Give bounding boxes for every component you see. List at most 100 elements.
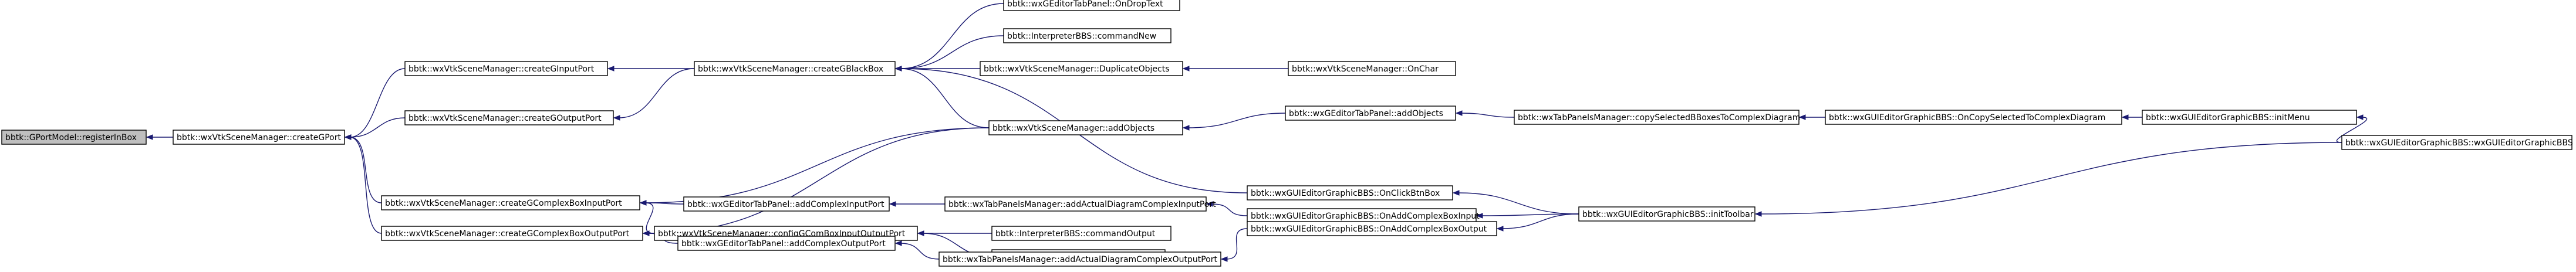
graph-node[interactable]: bbtk::wxGUIEditorGraphicBBS::OnCopySelec… [1825,110,2122,125]
graph-node[interactable]: bbtk::wxVtkSceneManager::createGOutputPo… [404,110,614,125]
node-box [2341,135,2572,150]
edge-n_initToolbar-to-n_onAddComplexBoxInput [1481,213,1579,216]
arrowhead [2121,114,2129,120]
node-box [944,196,1207,212]
graph-node[interactable]: bbtk::wxGUIEditorGraphicBBS::OnAddComple… [1247,221,1497,236]
edge-n_onAddComplexBoxInput-to-n_addActualInput [1211,203,1248,216]
edge-n_initToolbar-to-n_onAddComplexBoxOutput [1501,213,1579,229]
arrowhead [1452,190,1460,196]
graph-node[interactable]: bbtk::wxGEditorTabPanel::addObjects [1285,106,1456,121]
node-box [1285,106,1456,121]
graph-node[interactable]: bbtk::wxVtkSceneManager::createGPort [173,130,345,145]
node-label: bbtk::GPortModel::registerInBox [5,133,137,142]
arrowhead [1476,213,1483,219]
graph-node[interactable]: bbtk::wxTabPanelsManager::addActualDiagr… [938,251,1221,267]
node-label: bbtk::wxGEditorTabPanel::addComplexOutpu… [681,239,886,249]
arrowhead [894,66,902,72]
node-box [404,110,614,125]
node-label: bbtk::wxTabPanelsManager::addActualDiagr… [943,255,1217,264]
graph-node[interactable]: bbtk::wxGUIEditorGraphicBBS::initMenu [2142,110,2357,125]
node-box [1578,206,1755,222]
node-label: bbtk::wxVtkSceneManager::createGBlackBox [698,64,883,74]
node-label: bbtk::wxVtkSceneManager::OnChar [1292,64,1439,74]
edge-n_createGOutputPort-to-n_createGPort [349,117,406,138]
edge-n_onAddComplexBoxOutput-to-n_addActualOutput [1225,228,1248,260]
graph-node[interactable]: bbtk::wxVtkSceneManager::createGComplexB… [381,195,640,210]
graph-node[interactable]: bbtk::wxGUIEditorGraphicBBS::wxGUIEditor… [2341,135,2573,150]
graph-node[interactable]: bbtk::wxVtkSceneManager::OnChar [1288,61,1456,76]
edge-n_configGComBox-to-n_createGComplexBoxInputPort [644,202,655,234]
node-box [1825,110,2122,125]
graph-node[interactable]: bbtk::wxGUIEditorGraphicBBS::initToolbar [1578,206,1755,222]
arrowhead [1182,125,1190,131]
arrowhead [1496,226,1504,232]
edge-n_ctor-to-n_initMenu [2336,117,2368,143]
node-label: bbtk::wxTabPanelsManager::copySelectedBB… [1518,113,1800,123]
arrowhead [1206,201,1213,207]
node-label: bbtk::InterpreterBBS::commandOutput [995,229,1156,239]
node-label: bbtk::wxVtkSceneManager::createGInputPor… [408,64,595,74]
edge-n_createGInputPort-to-n_createGPort [349,68,406,138]
node-box [381,226,643,241]
arrowhead [1798,114,1806,120]
node-label: bbtk::wxVtkSceneManager::createGComplexB… [385,199,622,208]
node-box [988,120,1183,135]
node-label: bbtk::wxGEditorTabPanel::addComplexInput… [687,200,884,209]
node-box [1003,0,1180,11]
graph-node[interactable]: bbtk::wxGUIEditorGraphicBBS::OnClickBtnB… [1247,185,1453,200]
arrowhead [344,134,352,140]
arrowhead [639,200,647,206]
edge-n_addObjects-to-n_createGBlackBox [900,68,990,128]
node-box [1247,185,1453,200]
node-label: bbtk::wxGUIEditorGraphicBBS::initToolbar [1582,210,1754,219]
graph-node[interactable]: bbtk::wxGUIEditorGraphicBBS::OnAddComple… [1247,208,1480,223]
edge-n_createGBlackBox-to-n_createGOutputPort [618,68,695,118]
edge-n_addComplexInputPort-to-n_createGComplexBoxInputPort [644,202,684,205]
node-label: bbtk::wxGUIEditorGraphicBBS::wxGUIEditor… [2345,138,2573,148]
node-label: bbtk::wxGEditorTabPanel::OnDropText [1007,0,1163,9]
graph-node[interactable]: bbtk::InterpreterBBS::commandOutput [991,226,1171,241]
graph-node[interactable]: bbtk::wxVtkSceneManager::createGInputPor… [404,61,608,76]
edge-n_commandNew-to-n_createGBlackBox [900,35,1004,69]
graph-node[interactable]: bbtk::InterpreterBBS::commandNew [1003,28,1171,43]
node-box [980,61,1183,76]
node-box [381,195,640,210]
edge-n_copySelected-to-n_tabAddObjects [1460,113,1515,118]
graph-node[interactable]: bbtk::wxVtkSceneManager::DuplicateObject… [980,61,1183,76]
graph-node[interactable]: bbtk::wxTabPanelsManager::copySelectedBB… [1514,110,1800,125]
node-box [938,251,1221,267]
graph-node[interactable]: bbtk::wxVtkSceneManager::createGBlackBox [694,61,896,76]
edge-n_ctor-to-n_initToolbar [1760,142,2342,215]
arrowhead [1455,110,1463,116]
arrowhead [894,240,902,246]
arrowhead [1754,211,1762,217]
node-label: bbtk::InterpreterBBS::commandNew [1007,32,1156,41]
edge-n_onDropText-to-n_createGBlackBox [900,3,1004,69]
node-label: bbtk::wxGUIEditorGraphicBBS::OnAddComple… [1251,225,1487,234]
node-label: bbtk::wxGUIEditorGraphicBBS::OnAddComple… [1251,212,1480,221]
graph-node[interactable]: bbtk::wxGEditorTabPanel::OnDropText [1003,0,1180,11]
node-box [677,236,896,251]
graph-node[interactable]: bbtk::wxVtkSceneManager::addObjects [988,120,1183,135]
arrowhead [607,66,615,72]
arrowhead [2356,114,2364,120]
graph-node[interactable]: bbtk::wxGEditorTabPanel::addComplexInput… [683,196,890,212]
graph-node[interactable]: bbtk::wxVtkSceneManager::createGComplexB… [381,226,643,241]
arrowhead [917,230,924,236]
node-box [1003,28,1171,43]
node-label: bbtk::wxGUIEditorGraphicBBS::OnClickBtnB… [1251,189,1440,198]
node-label: bbtk::wxVtkSceneManager::createGPort [177,133,342,142]
node-box [173,130,345,145]
graph-node[interactable]: bbtk::wxGEditorTabPanel::addComplexOutpu… [677,236,896,251]
node-box [1288,61,1456,76]
edge-n_addObjects-to-n_createGComplexBoxInputPort [644,127,990,203]
node-box [2142,110,2357,125]
node-label: bbtk::wxVtkSceneManager::createGOutputPo… [408,114,602,123]
graph-node[interactable]: bbtk::wxTabPanelsManager::addActualDiagr… [944,196,1216,212]
arrowhead [146,134,153,140]
arrowhead [642,230,650,236]
graph-node[interactable]: bbtk::GPortModel::registerInBox [1,130,147,145]
arrowhead [889,201,896,207]
edge-n_createGComplexBoxInputPort-to-n_createGPort [349,137,382,203]
